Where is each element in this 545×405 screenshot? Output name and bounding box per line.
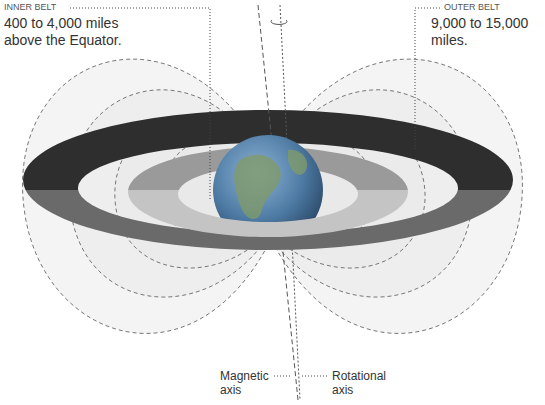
- field-lines: [23, 59, 523, 333]
- leader-lines: [70, 8, 440, 376]
- outer-belt: [23, 190, 513, 250]
- continent: [288, 150, 307, 175]
- axis-label: Rotational axis: [332, 369, 398, 398]
- belt-name: OUTER BELT: [444, 2, 500, 13]
- inner-belt: [128, 190, 408, 237]
- continent: [234, 155, 281, 219]
- rotation-arrow: [271, 20, 287, 24]
- belt-name: INNER BELT: [4, 2, 56, 13]
- belt-altitude: 9,000 to 15,000 miles.: [431, 15, 541, 49]
- outer-belt: [23, 110, 513, 190]
- axis-label: Magnetic axis: [220, 369, 272, 398]
- belt-altitude: 400 to 4,000 miles above the Equator.: [4, 15, 144, 49]
